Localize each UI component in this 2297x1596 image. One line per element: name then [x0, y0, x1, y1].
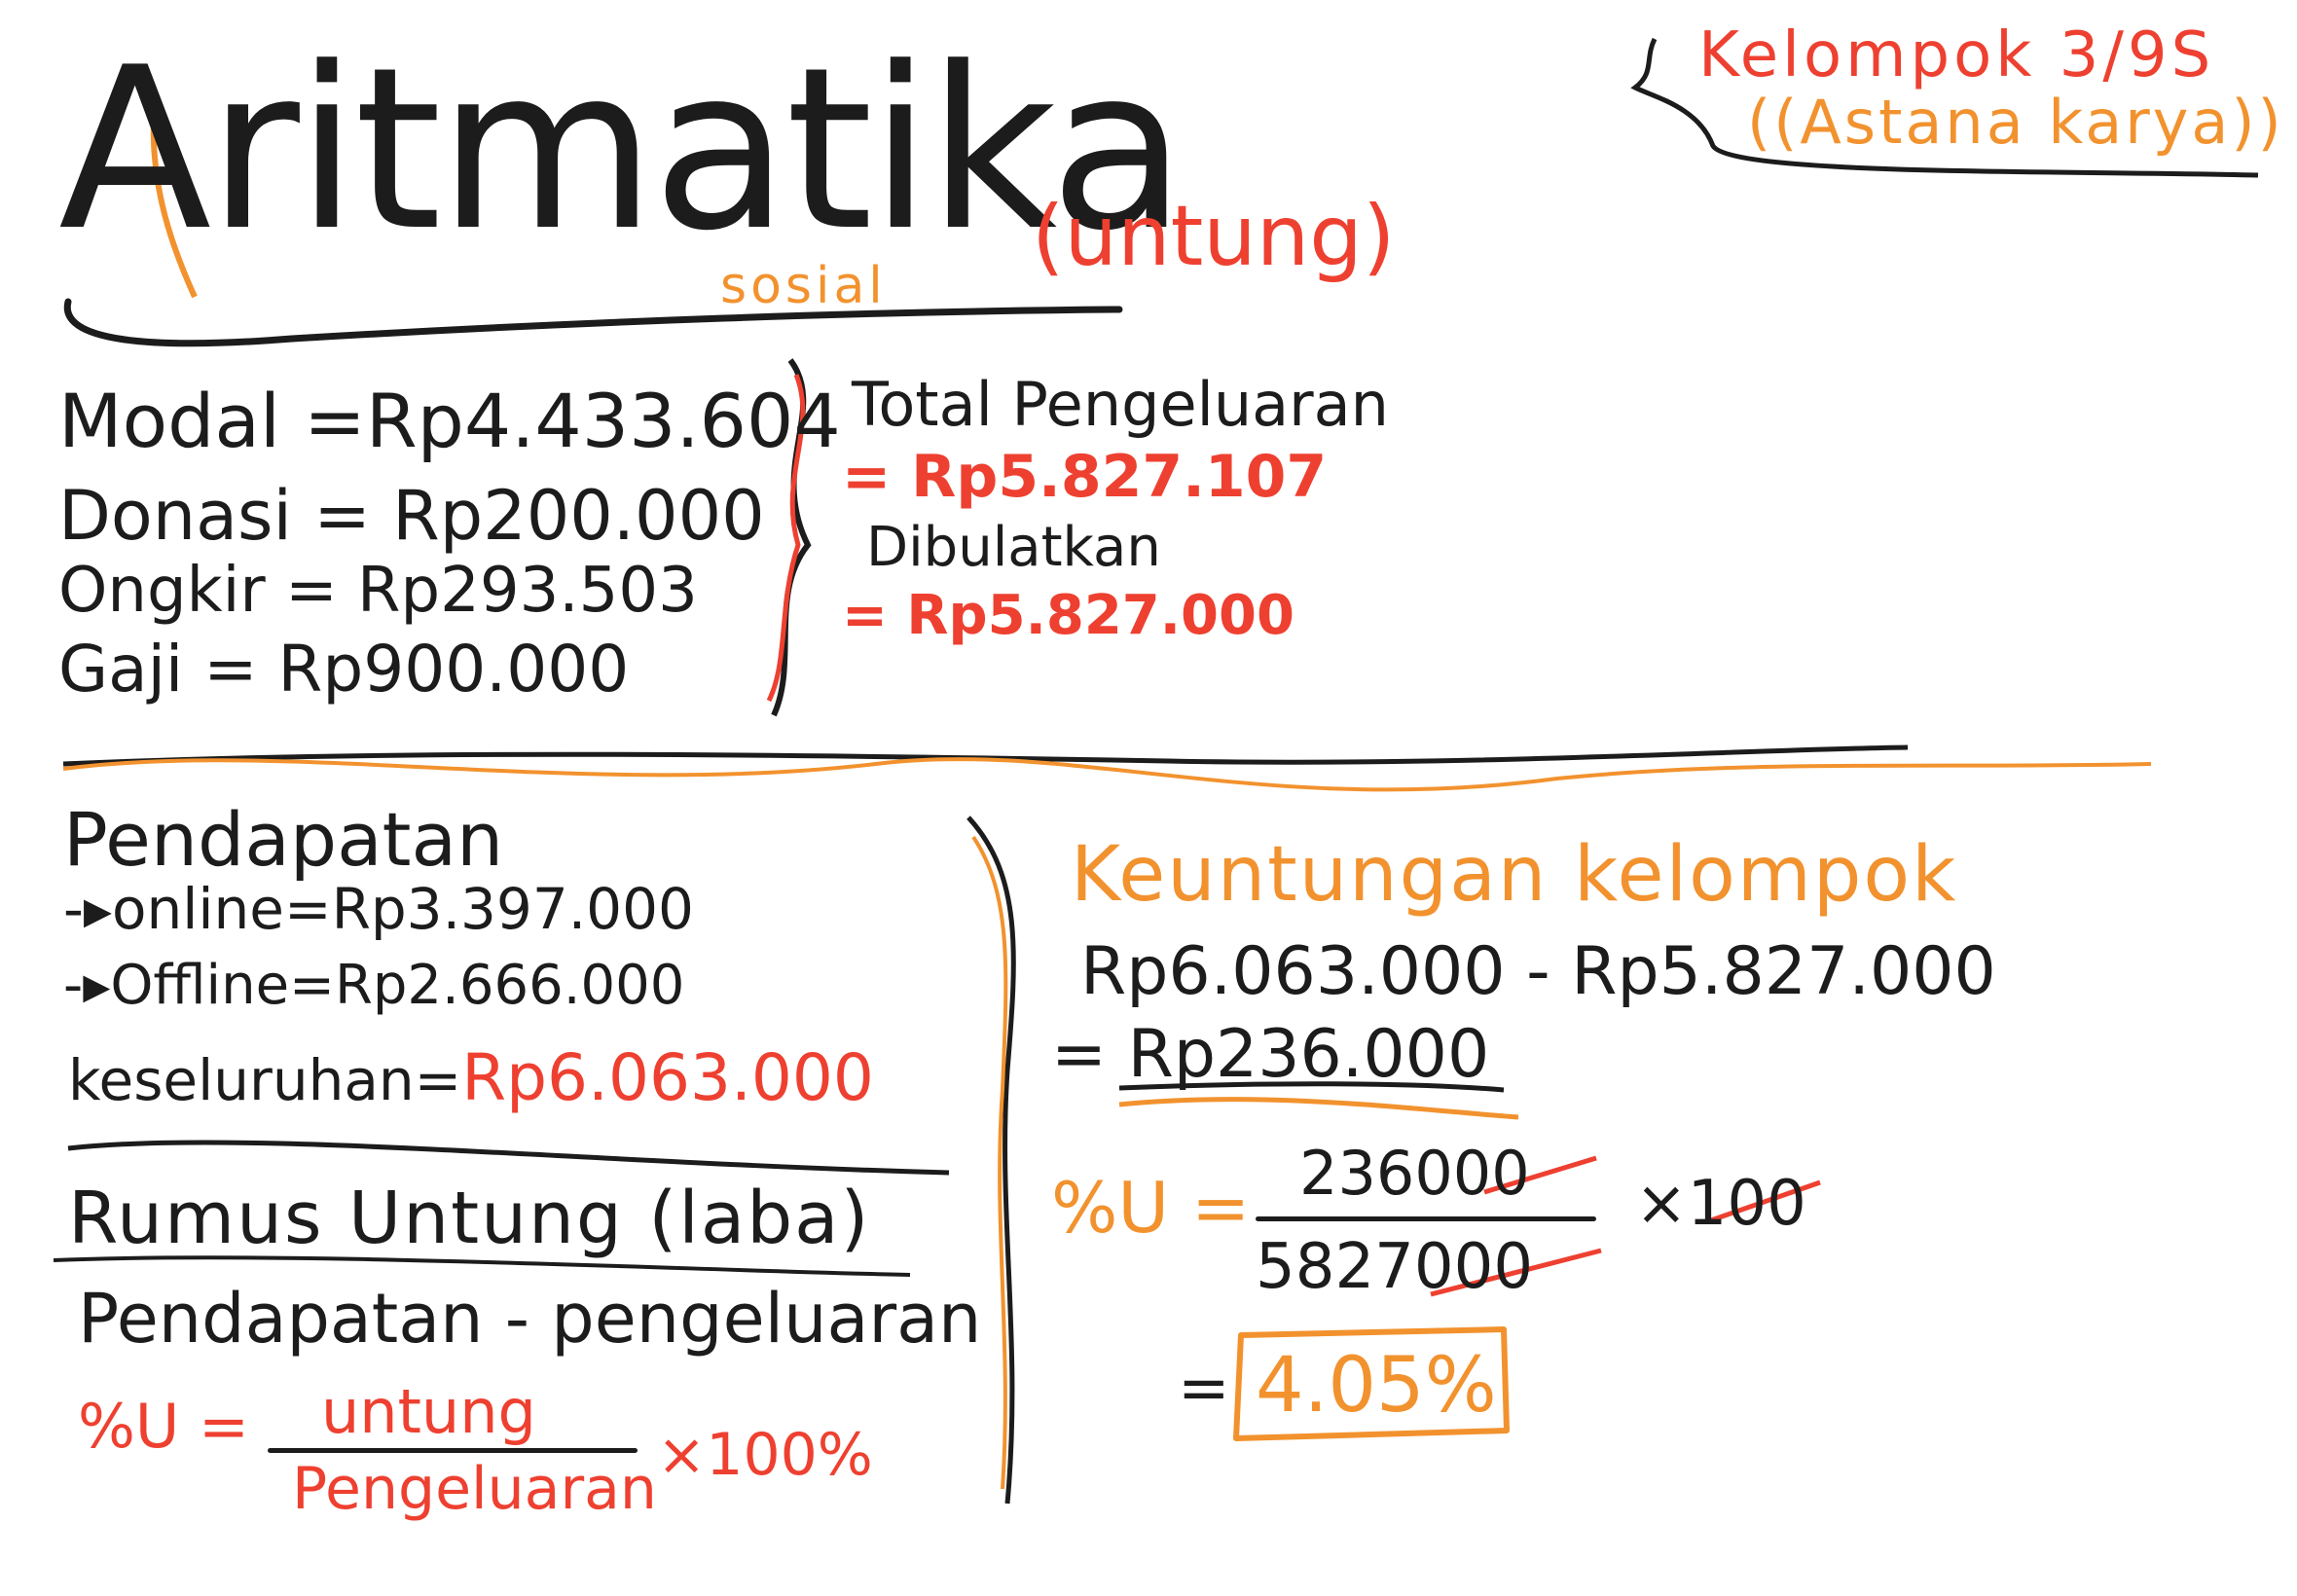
income-online: -▸online=Rp3.397.000 — [63, 881, 694, 937]
result-underline — [1118, 1081, 1505, 1093]
costs-brace-red — [766, 374, 806, 703]
cost-row-gaji: Gaji = Rp900.000 — [58, 637, 629, 702]
cost-eq: = — [304, 378, 366, 464]
total-value: = Rp5.827.107 — [842, 443, 1328, 511]
income-heading: Pendapatan — [63, 796, 504, 883]
profit-denominator: 5827000 — [1256, 1236, 1533, 1298]
total-label: Total Pengeluaran — [852, 369, 1389, 440]
cost-eq: = — [203, 632, 258, 707]
cost-label: Modal — [58, 378, 280, 464]
cost-label: Donasi — [58, 476, 292, 556]
income-total-value: Rp6.063.000 — [461, 1040, 874, 1115]
formula-pct-label: %U = — [78, 1391, 249, 1462]
formula-fraction-line — [268, 1448, 638, 1453]
final-eq: = — [1178, 1353, 1230, 1425]
final-value: 4.05% — [1256, 1342, 1497, 1430]
group-name: Kelompok 3/9S — [1698, 19, 2215, 91]
profit-brace — [966, 816, 1016, 1505]
profit-numerator: 236000 — [1299, 1143, 1530, 1204]
rounded-label: Dibulatkan — [866, 516, 1161, 579]
income-online-label: -▸online — [63, 876, 284, 942]
cost-row-ongkir: Ongkir = Rp293.503 — [58, 560, 698, 622]
denominator-keep: 5827 — [1256, 1231, 1414, 1303]
group-school: ((Astana karya)) — [1747, 87, 2284, 158]
formula-heading: Rumus Untung (laba) — [68, 1177, 871, 1260]
cost-label: Ongkir — [58, 555, 266, 627]
cost-value: Rp900.000 — [277, 632, 630, 707]
numerator-crossed: 000 — [1414, 1138, 1530, 1209]
cost-value: Rp4.433.604 — [365, 378, 841, 464]
times-keep: ×1 — [1635, 1168, 1728, 1240]
formula-underline — [53, 1255, 911, 1277]
rounded-value: = Rp5.827.000 — [842, 584, 1294, 647]
cross-out-numerator — [1483, 1155, 1597, 1195]
income-online-value: =Rp3.397.000 — [283, 876, 694, 942]
formula-numerator: untung — [321, 1376, 536, 1447]
numerator-keep: 236 — [1299, 1138, 1415, 1209]
income-total: keseluruhan=Rp6.063.000 — [68, 1046, 874, 1110]
profit-fraction-line — [1256, 1216, 1596, 1221]
cost-label: Gaji — [58, 632, 184, 707]
cost-row-modal: Modal =Rp4.433.604 — [58, 384, 841, 458]
answer-box — [1233, 1326, 1510, 1441]
section-divider — [62, 744, 1909, 767]
income-divider — [67, 1140, 950, 1176]
income-total-label: keseluruhan= — [68, 1047, 462, 1113]
profit-result: = Rp236.000 — [1051, 1016, 1490, 1093]
title-accent — [150, 91, 198, 299]
profit-pct-label: %U = — [1051, 1167, 1251, 1249]
formula-denominator: Pengeluaran — [292, 1455, 657, 1523]
formula-times: ×100% — [657, 1421, 873, 1489]
section-divider-orange — [62, 757, 2152, 792]
profit-times: ×100 — [1635, 1173, 1806, 1235]
denominator-crossed: 000 — [1413, 1231, 1534, 1303]
profit-heading: Keuntungan kelompok — [1071, 831, 1958, 919]
page-title: Aritmatika — [58, 20, 1186, 280]
income-offline-label: -▸Offline — [63, 954, 290, 1017]
income-offline-value: =Rp2.666.000 — [289, 954, 685, 1017]
cost-eq: = — [285, 555, 338, 627]
cost-value: Rp200.000 — [392, 476, 765, 556]
profit-calc: Rp6.063.000 - Rp5.827.000 — [1080, 933, 1996, 1010]
group-bracket — [1630, 37, 2259, 178]
title-underline — [63, 298, 1123, 347]
result-underline-orange — [1118, 1097, 1519, 1120]
cross-out-hundred — [1707, 1179, 1821, 1224]
cross-out-denominator — [1430, 1248, 1602, 1297]
title-subtitle: sosial — [720, 257, 887, 315]
formula-line: Pendapatan - pengeluaran — [78, 1279, 982, 1359]
profit-brace-orange — [971, 835, 1008, 1490]
cost-eq: = — [313, 476, 371, 556]
cost-value: Rp293.503 — [357, 555, 698, 627]
times-crossed: 00 — [1727, 1168, 1806, 1240]
cost-row-donasi: Donasi = Rp200.000 — [58, 482, 765, 550]
title-paren: (untung) — [1032, 188, 1396, 285]
income-offline: -▸Offline=Rp2.666.000 — [63, 959, 684, 1013]
